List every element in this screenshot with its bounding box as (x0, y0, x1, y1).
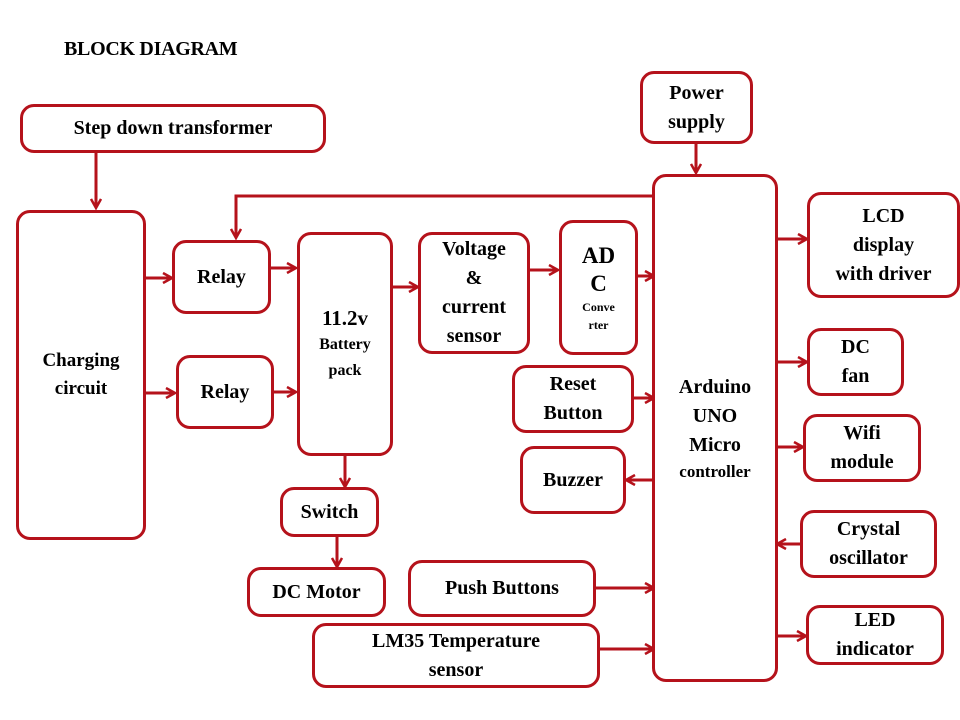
block-label: fan (841, 365, 870, 387)
block-label: LED (854, 609, 896, 631)
arrow-arduino-to-relay1 (236, 194, 654, 238)
block-label: display (852, 233, 915, 256)
block-label: Arduino (678, 375, 752, 398)
reset-button-block: Reset Button (512, 365, 634, 433)
power-supply-block: Power supply (640, 71, 753, 144)
block-label: DC (841, 336, 870, 358)
block-label: Switch (300, 500, 359, 523)
push-buttons-block: Push Buttons (408, 560, 596, 617)
block-label: & (465, 267, 483, 289)
dc-motor-block: DC Motor (247, 567, 386, 617)
relay-2-block: Relay (176, 355, 274, 429)
block-label: circuit (54, 378, 108, 399)
block-label: Reset (549, 373, 597, 395)
block-label: Wifi (843, 422, 881, 444)
dc-fan-block: DC fan (807, 328, 904, 396)
block-label: Step down transformer (73, 117, 273, 139)
step-down-transformer-block: Step down transformer (20, 104, 326, 153)
charging-circuit-block: Charging circuit (16, 210, 146, 540)
block-label: DC Motor (272, 580, 361, 603)
block-label: LM35 Temperature (372, 629, 540, 652)
voltage-current-sensor-block: Voltage & current sensor (418, 232, 530, 354)
lcd-display-block: LCD display with driver (807, 192, 960, 298)
block-label: Crystal (836, 518, 901, 540)
block-label: current (441, 296, 507, 318)
block-label: indicator (836, 638, 914, 660)
block-label: sensor (446, 325, 502, 347)
block-label: Micro (689, 433, 741, 456)
block-label: supply (668, 110, 725, 133)
block-label: Power (669, 81, 724, 104)
block-label: Charging (42, 350, 120, 371)
arduino-uno-block: Arduino UNO Micro controller (652, 174, 778, 682)
block-label: with driver (835, 262, 932, 285)
block-label: controller (679, 461, 751, 481)
block-label: Button (543, 402, 603, 424)
block-label: UNO (692, 404, 738, 427)
block-label: AD (581, 242, 616, 268)
switch-block: Switch (280, 487, 379, 537)
block-label: C (590, 270, 607, 296)
battery-pack-block: 11.2v Battery pack (297, 232, 393, 456)
wifi-module-block: Wifi module (803, 414, 921, 482)
block-label: Battery (319, 336, 371, 353)
block-label: 11.2v (321, 306, 369, 330)
crystal-oscillator-block: Crystal oscillator (800, 510, 937, 578)
buzzer-block: Buzzer (520, 446, 626, 514)
block-label: Relay (200, 380, 250, 403)
block-label: Buzzer (543, 468, 603, 491)
adc-converter-block: AD C Conve rter (559, 220, 638, 355)
relay-1-block: Relay (172, 240, 271, 314)
lm35-temperature-sensor-block: LM35 Temperature sensor (312, 623, 600, 688)
block-label: Conve (582, 299, 615, 314)
led-indicator-block: LED indicator (806, 605, 944, 665)
diagram-title: BLOCK DIAGRAM (64, 38, 238, 60)
block-label: rter (588, 317, 609, 332)
block-label: sensor (428, 658, 484, 681)
block-label: pack (328, 362, 362, 379)
block-label: module (830, 451, 894, 473)
block-label: Push Buttons (445, 577, 559, 599)
block-label: Relay (197, 265, 246, 288)
block-label: Voltage (442, 238, 506, 260)
block-label: oscillator (829, 547, 908, 569)
block-label: LCD (862, 204, 905, 227)
